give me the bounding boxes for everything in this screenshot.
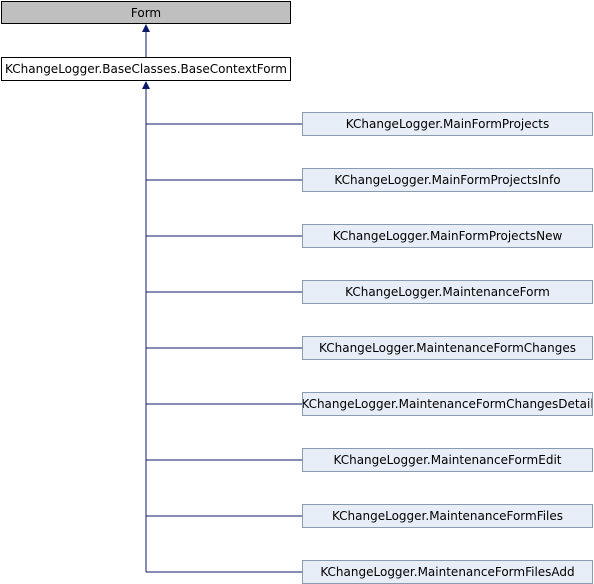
derived-class-label: KChangeLogger.MaintenanceForm (345, 285, 550, 299)
derived-class-node[interactable]: KChangeLogger.MaintenanceFormFiles (302, 504, 593, 528)
derived-class-node[interactable]: KChangeLogger.MainFormProjectsNew (302, 224, 593, 248)
derived-class-node[interactable]: KChangeLogger.MaintenanceFormChangesDeta… (302, 392, 593, 416)
derived-class-node[interactable]: KChangeLogger.MaintenanceFormChanges (302, 336, 593, 360)
derived-class-node[interactable]: KChangeLogger.MainFormProjectsInfo (302, 168, 593, 192)
derived-class-label: KChangeLogger.MaintenanceFormFiles (331, 509, 564, 523)
derived-class-node[interactable]: KChangeLogger.MainFormProjects (302, 112, 593, 136)
form-class-label: Form (130, 5, 162, 20)
derived-class-label: KChangeLogger.MaintenanceFormFilesAdd (320, 565, 575, 579)
form-class-node[interactable]: Form (1, 1, 291, 24)
derived-class-node[interactable]: KChangeLogger.MaintenanceFormFilesAdd (302, 560, 593, 584)
derived-class-label: KChangeLogger.MaintenanceFormChangesDeta… (302, 397, 593, 411)
base-context-form-label: KChangeLogger.BaseClasses.BaseContextFor… (5, 62, 287, 76)
base-context-form-node[interactable]: KChangeLogger.BaseClasses.BaseContextFor… (1, 57, 291, 81)
derived-class-label: KChangeLogger.MaintenanceFormEdit (333, 453, 562, 467)
derived-class-label: KChangeLogger.MainFormProjects (345, 117, 550, 131)
derived-class-node[interactable]: KChangeLogger.MaintenanceFormEdit (302, 448, 593, 472)
derived-class-node[interactable]: KChangeLogger.MaintenanceForm (302, 280, 593, 304)
derived-class-label: KChangeLogger.MaintenanceFormChanges (319, 341, 576, 355)
derived-class-label: KChangeLogger.MainFormProjectsNew (332, 229, 563, 243)
derived-class-label: KChangeLogger.MainFormProjectsInfo (334, 173, 561, 187)
